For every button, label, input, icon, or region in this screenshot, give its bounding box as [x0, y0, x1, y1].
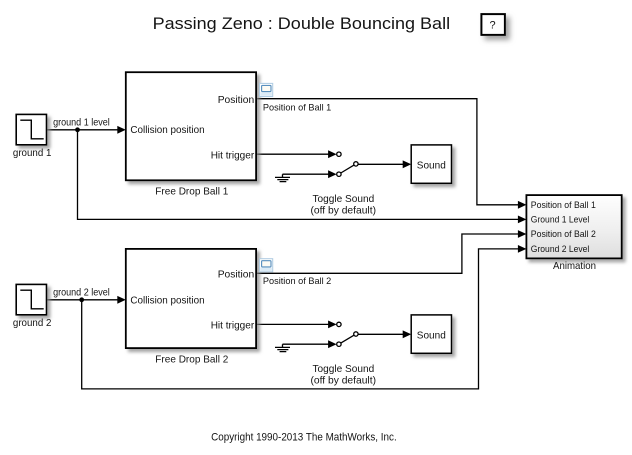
svg-text:ground 1: ground 1 — [13, 147, 52, 159]
svg-text:Animation: Animation — [553, 260, 596, 272]
svg-text:Free Drop Ball 1: Free Drop Ball 1 — [155, 185, 228, 197]
svg-text:Ground 1 Level: Ground 1 Level — [531, 215, 590, 226]
svg-text:Sound: Sound — [417, 330, 446, 342]
svg-text:Position of Ball 1: Position of Ball 1 — [531, 200, 596, 211]
svg-text:?: ? — [490, 19, 496, 31]
svg-text:ground 2: ground 2 — [13, 317, 52, 329]
svg-text:Position: Position — [218, 94, 255, 106]
svg-text:Position: Position — [218, 269, 255, 281]
svg-text:Passing Zeno : Double Bouncing: Passing Zeno : Double Bouncing Ball — [153, 14, 451, 33]
svg-text:Hit trigger: Hit trigger — [211, 149, 255, 161]
svg-text:(off by default): (off by default) — [311, 374, 377, 386]
svg-text:ground 1 level: ground 1 level — [53, 118, 110, 129]
svg-text:Hit trigger: Hit trigger — [211, 320, 255, 332]
svg-text:Sound: Sound — [417, 160, 446, 172]
svg-text:Free Drop Ball 2: Free Drop Ball 2 — [155, 354, 228, 366]
svg-text:Copyright 1990-2013 The MathWo: Copyright 1990-2013 The MathWorks, Inc. — [211, 431, 397, 443]
svg-text:Toggle Sound: Toggle Sound — [313, 193, 375, 205]
svg-text:(off by default): (off by default) — [311, 204, 377, 216]
svg-text:Position of Ball 2: Position of Ball 2 — [531, 229, 596, 240]
svg-text:Position of Ball 2: Position of Ball 2 — [263, 276, 331, 287]
svg-text:Ground 2 Level: Ground 2 Level — [531, 244, 590, 255]
svg-text:Toggle Sound: Toggle Sound — [313, 363, 375, 375]
svg-text:Collision position: Collision position — [130, 124, 204, 136]
svg-text:Position of Ball 1: Position of Ball 1 — [263, 103, 331, 114]
svg-text:Collision position: Collision position — [130, 295, 204, 307]
svg-text:ground 2 level: ground 2 level — [53, 288, 110, 299]
